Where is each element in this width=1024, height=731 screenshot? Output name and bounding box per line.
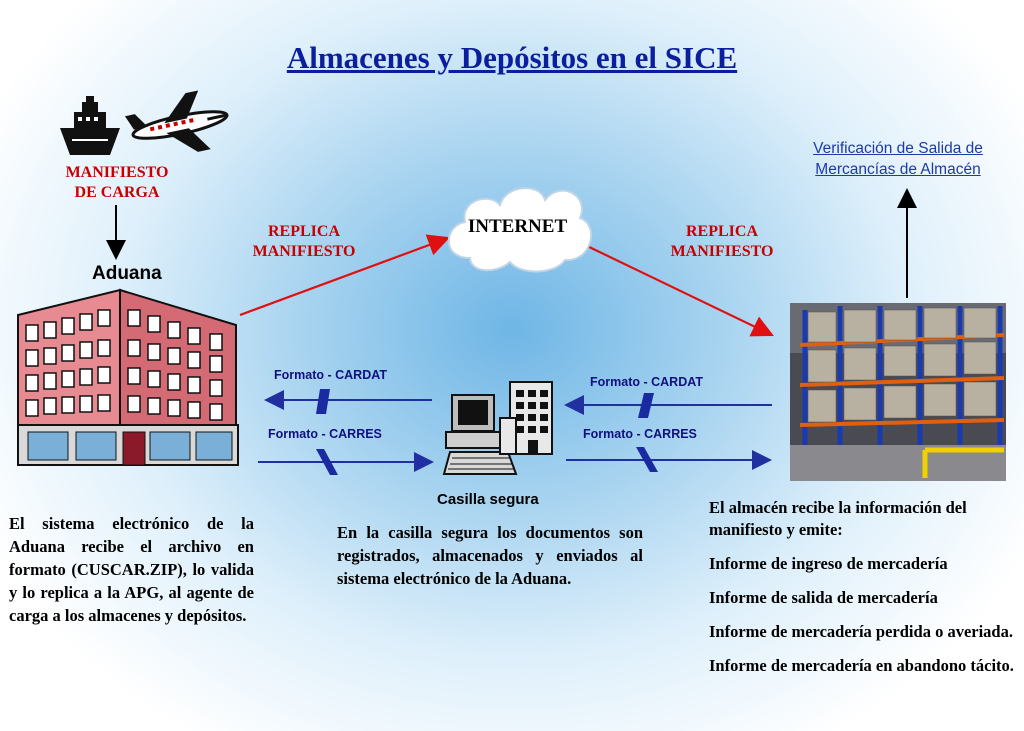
aduana-label: Aduana (92, 263, 162, 284)
computer-icon (442, 394, 518, 475)
format-carres-right: Formato - CARRES (583, 427, 697, 441)
format-cardat-right: Formato - CARDAT (590, 375, 703, 389)
arrow-break-marks (316, 389, 658, 475)
verificacion-line-1: Verificación de Salida de (813, 140, 983, 157)
cloud-icon (447, 187, 593, 273)
almacen-intro: El almacén recibe la información del man… (709, 498, 967, 539)
manifiesto-carga-line-2: DE CARGA (74, 184, 160, 201)
internet-label: INTERNET (467, 216, 568, 237)
replica-left-line-1: REPLICA (267, 223, 340, 240)
casilla-description: En la casilla segura los documentos son … (337, 523, 643, 588)
aduana-description: El sistema electrónico de la Aduana reci… (9, 514, 254, 625)
manifiesto-carga-label: MANIFIESTO DE CARGA (52, 163, 182, 203)
almacen-item: Informe de ingreso de mercadería (709, 554, 948, 573)
replica-right-line-1: REPLICA (685, 223, 758, 240)
almacen-item: Informe de mercadería en abandono tácito… (709, 656, 1014, 675)
verificacion-line-2: Mercancías de Almacén (815, 161, 981, 178)
page-title: Almacenes y Depósitos en el SICE (286, 40, 738, 75)
server-icon (499, 381, 553, 455)
replica-left-label: REPLICA MANIFIESTO (234, 222, 374, 262)
casilla-label: Casilla segura (437, 491, 539, 508)
almacen-list: El almacén recibe la información del man… (709, 497, 1015, 689)
format-carres-left: Formato - CARRES (268, 427, 382, 441)
replica-arrow-left (239, 234, 451, 317)
airplane-icon (124, 90, 229, 152)
almacen-item: Informe de salida de mercadería (709, 588, 938, 607)
ship-icon (60, 96, 120, 155)
warehouse-photo (790, 303, 1006, 481)
replica-arrow-right (584, 244, 774, 337)
manifiesto-carga-line-1: MANIFIESTO (65, 164, 169, 181)
verificacion-link[interactable]: Verificación de Salida de Mercancías de … (780, 138, 1016, 180)
building-icon (17, 288, 239, 466)
replica-left-line-2: MANIFIESTO (252, 243, 356, 260)
replica-right-line-2: MANIFIESTO (670, 243, 774, 260)
replica-right-label: REPLICA MANIFIESTO (652, 222, 792, 262)
format-cardat-left: Formato - CARDAT (274, 368, 387, 382)
almacen-item: Informe de mercadería perdida o averiada… (709, 622, 1013, 641)
